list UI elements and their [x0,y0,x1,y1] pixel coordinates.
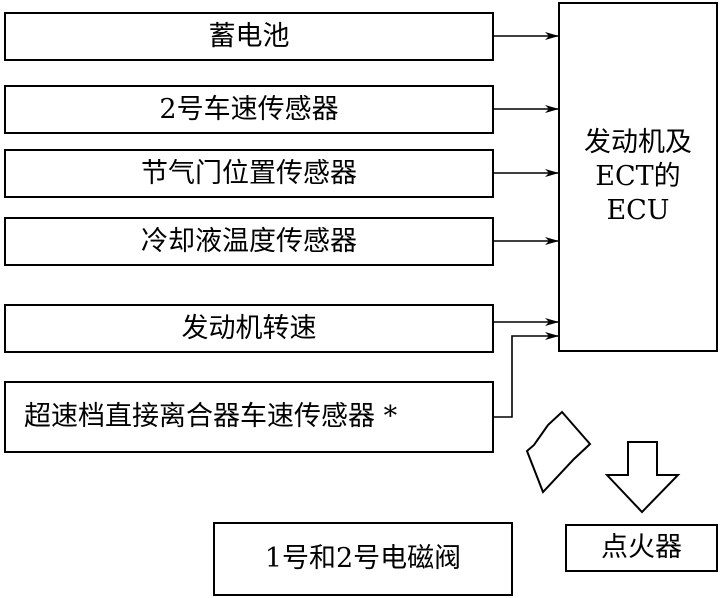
ecu-label-line-1: 发动机及 [584,127,692,159]
ecu-label-line-3: ECU [606,194,670,226]
output-arrow-to-solenoid [525,410,592,494]
ecu-box: 发动机及 ECT的 ECU [558,2,718,352]
input-box-coolant-sensor: 冷却液温度传感器 [4,217,494,266]
output-box-solenoid: 1号和2号电磁阀 [213,522,513,596]
input-label: 超速档直接离合器车速传感器 * [24,401,398,433]
output-label: 点火器 [601,532,682,564]
input-label: 节气门位置传感器 [141,157,357,189]
input-box-engine-speed: 发动机转速 [4,304,494,353]
output-box-igniter: 点火器 [565,524,718,572]
input-box-battery: 蓄电池 [4,12,494,61]
output-arrow-to-igniter [604,441,681,514]
input-box-throttle-sensor: 节气门位置传感器 [4,149,494,198]
input-label: 蓄电池 [208,20,290,52]
input-label: 冷却液温度传感器 [141,225,357,257]
input-box-od-clutch-sensor: 超速档直接离合器车速传感器 * [4,381,494,453]
input-label: 发动机转速 [181,312,317,344]
input-label: 2号车速传感器 [159,93,339,125]
output-label: 1号和2号电磁阀 [264,543,462,575]
arrow-od-clutch-sensor-to-ecu [494,332,559,418]
ecu-label-line-2: ECT的 [595,161,681,193]
input-box-speed-sensor-2: 2号车速传感器 [4,85,494,134]
